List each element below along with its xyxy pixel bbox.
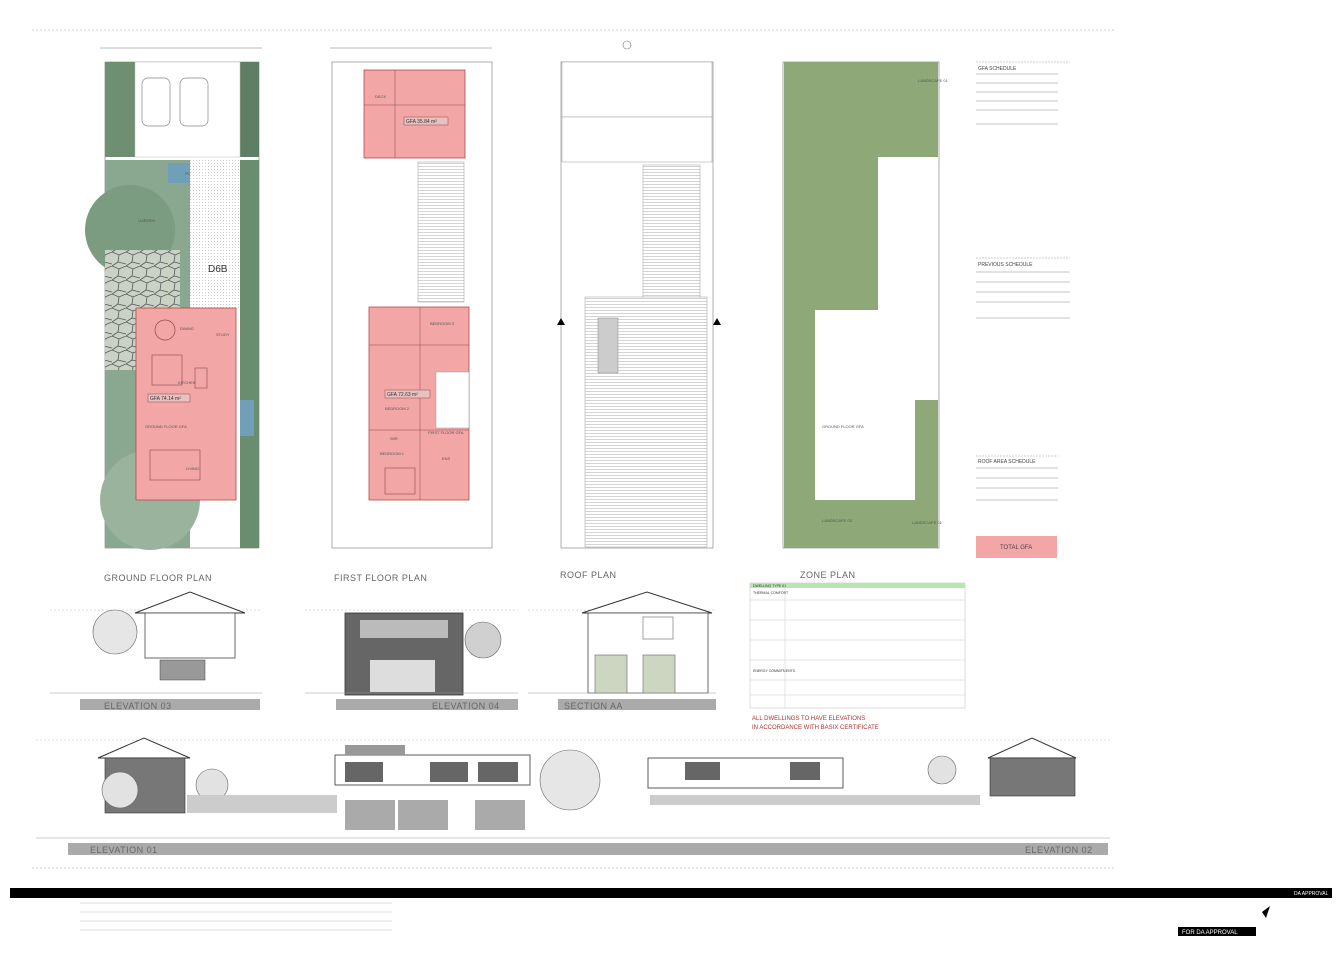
basix-table: DWELLING TYPE 01 THERMAL COMFORT ENERGY …	[749, 582, 966, 731]
title-block: DA APPROVAL FOR DA APPROVAL	[10, 888, 1332, 936]
basix-thermal: THERMAL COMFORT	[753, 591, 789, 595]
elevation-03: ELEVATION 03	[50, 591, 262, 711]
ground-floor-plan: POND GARDEN D6B DINING KITCHEN LIVING ST…	[85, 47, 262, 583]
elevation-03-title: ELEVATION 03	[104, 701, 172, 711]
first-gfa-upper-value: GFA 35.84 m²	[406, 119, 437, 125]
elevation-01-title: ELEVATION 01	[90, 845, 158, 855]
study-label: STUDY	[216, 332, 230, 337]
elevation-04-title: ELEVATION 04	[432, 701, 500, 711]
status-badge: FOR DA APPROVAL	[1182, 930, 1238, 936]
ens-label: ENS	[442, 456, 451, 461]
ground-floor-plan-title: GROUND FLOOR PLAN	[104, 573, 212, 583]
previous-schedule-title: PREVIOUS SCHEDULE	[978, 262, 1033, 268]
ground-gfa-label: GROUND FLOOR GFA	[145, 424, 187, 429]
long-elevation: ELEVATION 01 ELEVATION 02	[36, 737, 1110, 855]
gfa-schedule-title: GFA SCHEDULE	[978, 66, 1017, 72]
roof-plan: ROOF PLAN	[557, 40, 721, 580]
bedroom-2-label: BEDROOM 2	[385, 406, 410, 411]
first-floor-plan-title: FIRST FLOOR PLAN	[334, 573, 427, 583]
ground-gfa-value: GFA 74.14 m²	[150, 396, 181, 402]
ground-floor-gfa-area	[135, 307, 237, 501]
zone-landscape-br: LANDSCAPE 01	[912, 520, 943, 525]
zone-gfa-label: GROUND FLOOR GFA	[822, 424, 864, 429]
first-gfa-lower-value: GFA 72.63 m²	[387, 392, 418, 398]
zone-plan-title: ZONE PLAN	[800, 570, 856, 580]
title-stamp: DA APPROVAL	[1294, 891, 1329, 897]
bedroom-1-label: BEDROOM 1	[380, 451, 405, 456]
kitchen-label: KITCHEN	[178, 380, 196, 385]
zone-plan: LANDSCAPE 01 GROUND FLOOR GFA LANDSCAPE …	[782, 61, 949, 580]
wir-label: WIR	[390, 436, 398, 441]
elevation-02-title: ELEVATION 02	[1025, 845, 1093, 855]
basix-note-2: IN ACCORDANCE WITH BASIX CERTIFICATE	[752, 725, 879, 731]
living-label: LIVING	[186, 466, 199, 471]
basix-note-1: ALL DWELLINGS TO HAVE ELEVATIONS	[752, 716, 865, 722]
basix-header: DWELLING TYPE 01	[753, 584, 786, 588]
deck-label: D6B	[208, 264, 228, 275]
roof-area-schedule-title: ROOF AREA SCHEDULE	[978, 459, 1036, 465]
bedroom-3-label: BEDROOM 3	[430, 321, 455, 326]
garden-label: GARDEN	[138, 218, 155, 223]
first-gfa-label: FIRST FLOOR GFA	[428, 430, 464, 435]
roof-plan-title: ROOF PLAN	[560, 570, 617, 580]
schedules: GFA SCHEDULE PREVIOUS SCHEDULE ROOF AREA…	[976, 61, 1070, 558]
first-floor-plan: DECK GFA 35.84 m² BEDROOM 3 BEDROOM 2 BE…	[330, 47, 493, 583]
elevation-04: ELEVATION 04	[305, 609, 518, 711]
basix-energy: ENERGY COMMITMENTS	[753, 669, 796, 673]
section-aa-title: SECTION AA	[564, 701, 623, 711]
total-gfa-label: TOTAL GFA	[1000, 545, 1032, 551]
deck-room-label: DECK	[375, 94, 386, 99]
first-floor-gfa-upper	[363, 69, 466, 159]
section-aa: SECTION AA	[528, 591, 716, 711]
zone-landscape-top: LANDSCAPE 01	[918, 78, 949, 83]
zone-landscape-bl: LANDSCAPE 03	[822, 518, 853, 523]
dining-label: DINING	[180, 326, 194, 331]
